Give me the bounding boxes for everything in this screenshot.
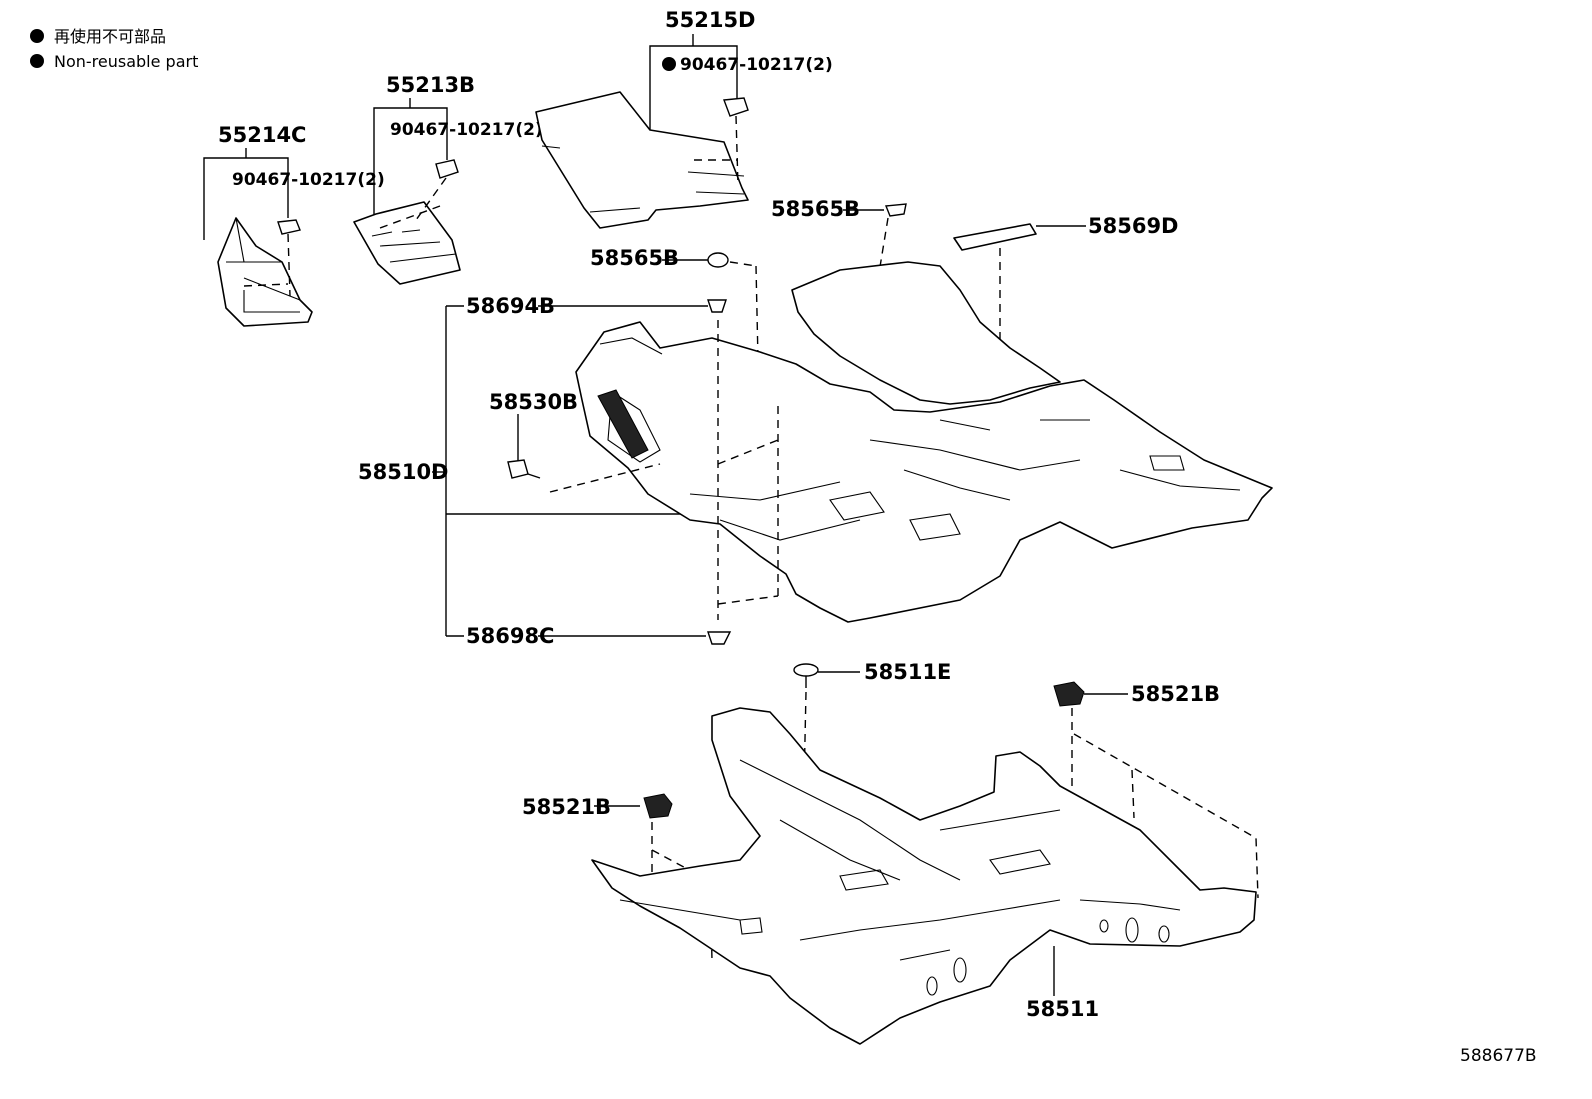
label-58530B: 58530B bbox=[489, 390, 578, 414]
part-58521B-right[interactable]: 58521B bbox=[1053, 681, 1259, 899]
part-58698C[interactable]: 58698C bbox=[466, 624, 732, 648]
label-58521B-left: 58521B bbox=[522, 795, 611, 819]
part-58511[interactable]: 58511 bbox=[591, 707, 1257, 1045]
label-58565B-lower: 58565B bbox=[590, 246, 679, 270]
part-55215D[interactable]: 55215D 90467-10217(2) bbox=[535, 8, 833, 229]
part-58569D[interactable]: 58569D bbox=[953, 214, 1179, 410]
part-58530B[interactable]: 58530B bbox=[489, 390, 661, 493]
legend-english: Non-reusable part bbox=[54, 52, 198, 71]
label-58511E: 58511E bbox=[864, 660, 951, 684]
non-reusable-bullet-icon bbox=[30, 54, 44, 68]
label-55214C: 55214C bbox=[218, 123, 306, 147]
label-58565B-upper: 58565B bbox=[771, 197, 860, 221]
label-fastener-55214C: 90467-10217(2) bbox=[232, 170, 385, 190]
label-58569D: 58569D bbox=[1088, 214, 1179, 238]
diagram-id: 588677B bbox=[1460, 1046, 1537, 1066]
label-55215D: 55215D bbox=[665, 8, 756, 32]
part-58565B-lower[interactable]: 58565B bbox=[590, 246, 759, 361]
part-55213B[interactable]: 55213B 90467-10217(2) bbox=[353, 73, 543, 285]
part-58511E[interactable]: 58511E bbox=[793, 660, 951, 787]
legend-japanese: 再使用不可部品 bbox=[54, 27, 166, 46]
label-fastener-55213B: 90467-10217(2) bbox=[390, 120, 543, 140]
label-58511: 58511 bbox=[1026, 997, 1099, 1021]
label-55213B: 55213B bbox=[386, 73, 475, 97]
label-58521B-right: 58521B bbox=[1131, 682, 1220, 706]
label-fastener-55215D: 90467-10217(2) bbox=[680, 55, 833, 75]
non-reusable-bullet-icon bbox=[30, 29, 44, 43]
part-55214C[interactable]: 55214C 90467-10217(2) bbox=[203, 123, 385, 327]
legend: 再使用不可部品 Non-reusable part bbox=[30, 27, 198, 71]
part-58694B[interactable]: 58694B bbox=[466, 294, 727, 318]
non-reusable-bullet-icon bbox=[662, 57, 676, 71]
part-58510D[interactable]: 58510D bbox=[358, 261, 1273, 637]
